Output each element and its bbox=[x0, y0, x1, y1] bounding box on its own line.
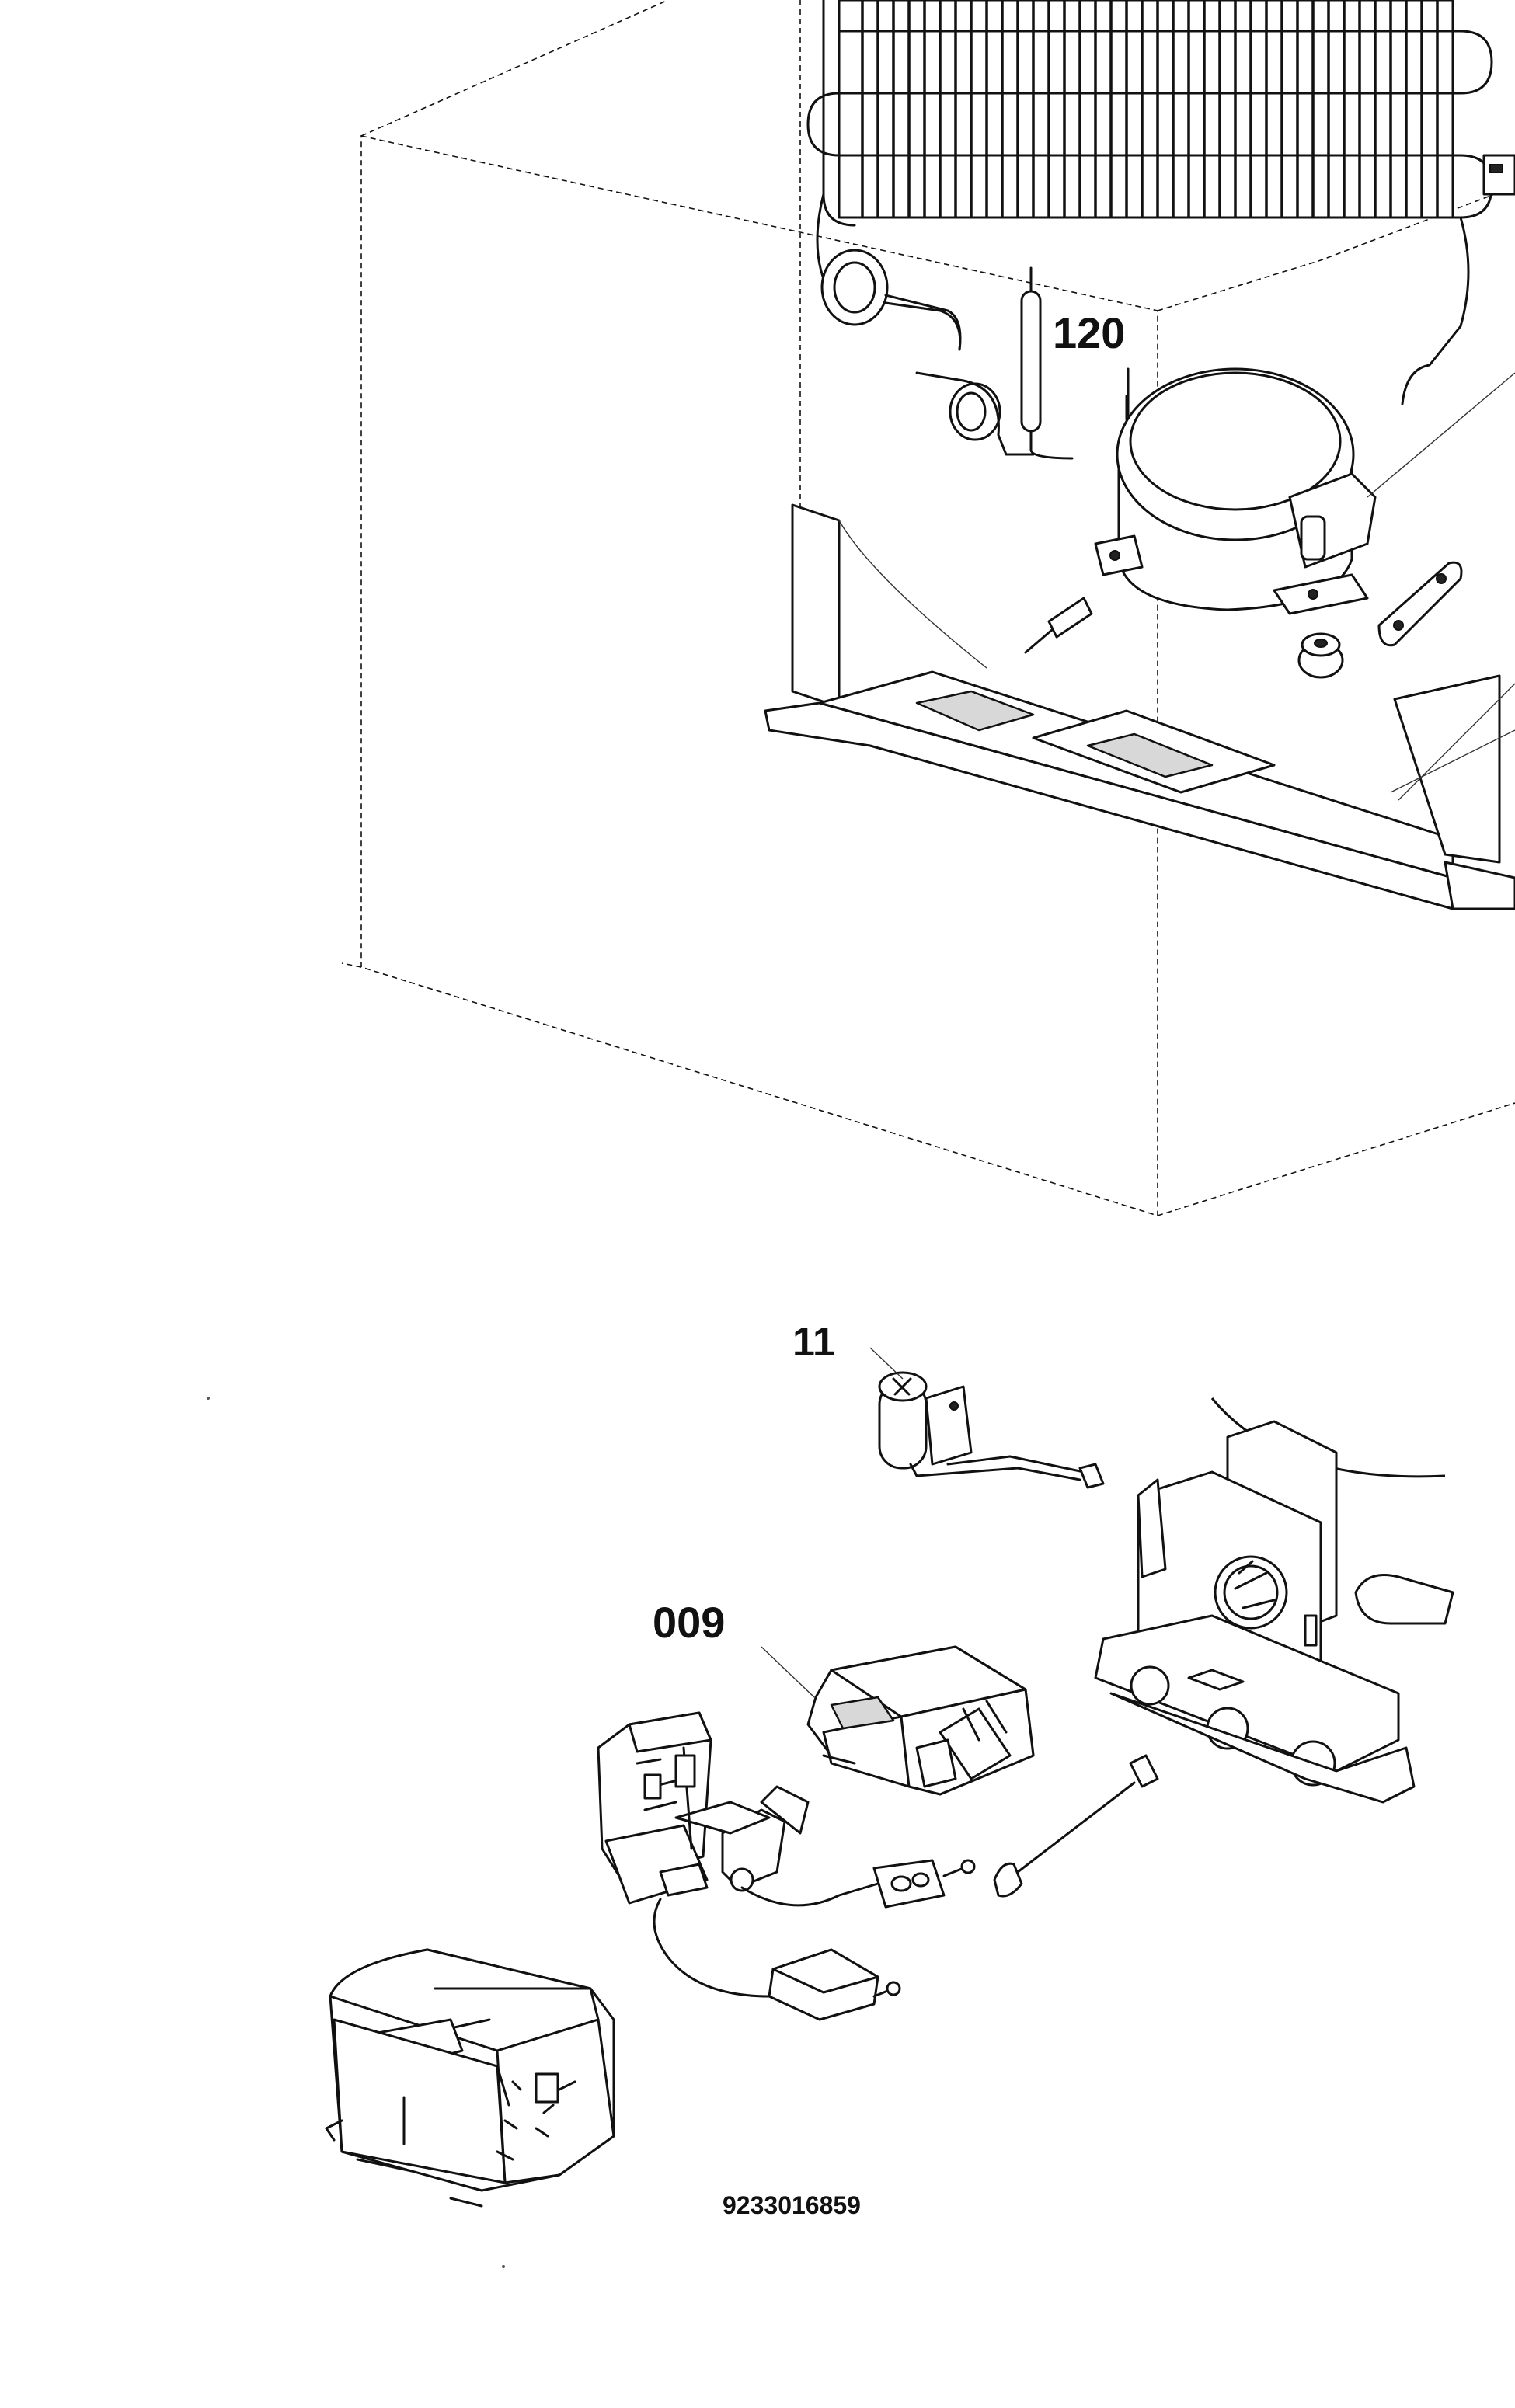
stray-speck bbox=[207, 1397, 210, 1400]
capillary-tube-part bbox=[915, 266, 1074, 460]
terminal-lead-wire bbox=[993, 1754, 1159, 1898]
mounting-clip bbox=[1377, 561, 1463, 647]
condenser-coil bbox=[806, 0, 1515, 405]
mounting-pin bbox=[1024, 597, 1093, 654]
stray-speck bbox=[502, 2265, 505, 2268]
part-label-120: 120 bbox=[1053, 308, 1125, 357]
capacitor-part bbox=[869, 1347, 1105, 1489]
part-label-009: 009 bbox=[653, 1598, 725, 1647]
compressor-base-plate bbox=[764, 503, 1515, 910]
drier-loop bbox=[820, 249, 962, 351]
part-label-11: 11 bbox=[792, 1320, 835, 1365]
rubber-grommet bbox=[1297, 632, 1344, 679]
compressor-terminal-housing bbox=[1094, 1397, 1454, 1804]
relay-bracket bbox=[597, 1711, 810, 1905]
suppressor-connector bbox=[653, 1898, 901, 2021]
drawing-number: 9233016859 bbox=[723, 2191, 861, 2219]
compressor bbox=[1094, 367, 1515, 615]
starting-relay-part bbox=[761, 1645, 1035, 1796]
overload-protector bbox=[740, 1859, 976, 1909]
relay-cover bbox=[325, 1948, 615, 2208]
